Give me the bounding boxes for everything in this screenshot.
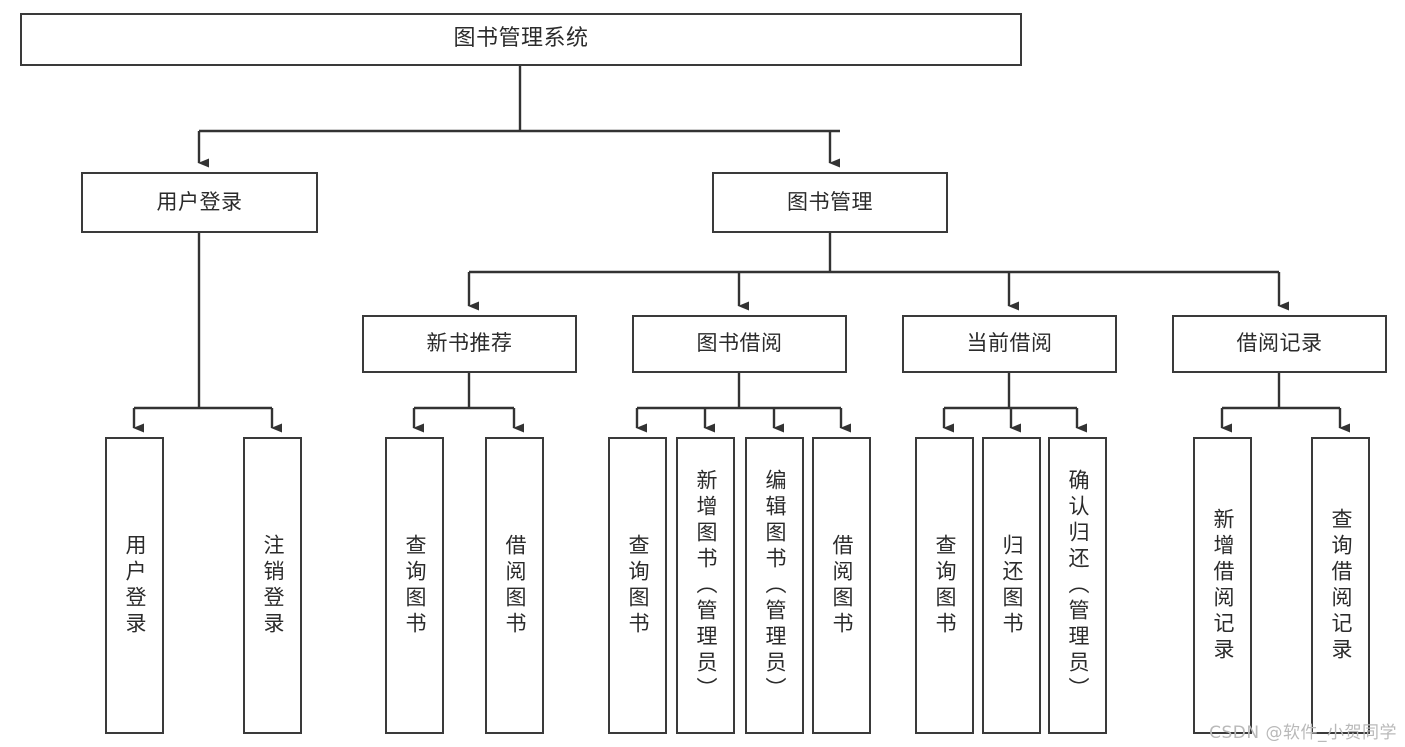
leaf-new-book-query-label: 查询图书: [403, 533, 427, 638]
node-borrow-record[interactable]: 借阅记录: [1172, 315, 1387, 373]
node-borrow-record-label: 借阅记录: [1236, 331, 1323, 356]
leaf-borrow-record-add-label: 新增借阅记录: [1211, 507, 1235, 664]
node-book-management[interactable]: 图书管理: [712, 172, 948, 233]
leaf-current-borrow-confirm[interactable]: 确认归还（管理员）: [1048, 437, 1107, 734]
leaf-book-borrow-query[interactable]: 查询图书: [608, 437, 667, 734]
node-new-book-recommend[interactable]: 新书推荐: [362, 315, 577, 373]
leaf-borrow-record-add[interactable]: 新增借阅记录: [1193, 437, 1252, 734]
node-user-login-label: 用户登录: [156, 189, 243, 214]
leaf-book-borrow-edit-label: 编辑图书（管理员）: [763, 468, 787, 703]
leaf-current-borrow-query[interactable]: 查询图书: [915, 437, 974, 734]
node-book-borrow-label: 图书借阅: [696, 331, 783, 356]
leaf-new-book-query[interactable]: 查询图书: [385, 437, 444, 734]
node-root-system-label: 图书管理系统: [453, 26, 589, 52]
node-new-book-recommend-label: 新书推荐: [426, 331, 513, 356]
leaf-borrow-record-query[interactable]: 查询借阅记录: [1311, 437, 1370, 734]
node-user-login[interactable]: 用户登录: [81, 172, 318, 233]
leaf-current-borrow-confirm-label: 确认归还（管理员）: [1066, 468, 1090, 703]
node-book-management-label: 图书管理: [787, 189, 873, 214]
leaf-book-borrow-query-label: 查询图书: [626, 533, 650, 638]
leaf-book-borrow-add-label: 新增图书（管理员）: [694, 468, 718, 703]
leaf-current-borrow-return[interactable]: 归还图书: [982, 437, 1041, 734]
leaf-user-login-logout-label: 注销登录: [261, 533, 285, 638]
leaf-book-borrow-add[interactable]: 新增图书（管理员）: [676, 437, 735, 734]
leaf-borrow-record-query-label: 查询借阅记录: [1329, 507, 1353, 664]
leaf-book-borrow-borrow[interactable]: 借阅图书: [812, 437, 871, 734]
node-current-borrow-label: 当前借阅: [966, 331, 1053, 356]
csdn-watermark: CSDN @软件_小贺同学: [1209, 723, 1397, 743]
node-root-system[interactable]: 图书管理系统: [20, 13, 1022, 66]
leaf-book-borrow-borrow-label: 借阅图书: [830, 533, 854, 638]
leaf-user-login-login-label: 用户登录: [123, 533, 147, 638]
leaf-book-borrow-edit[interactable]: 编辑图书（管理员）: [745, 437, 804, 734]
leaf-current-borrow-query-label: 查询图书: [933, 533, 957, 638]
leaf-current-borrow-return-label: 归还图书: [1000, 533, 1024, 638]
leaf-user-login-logout[interactable]: 注销登录: [243, 437, 302, 734]
node-book-borrow[interactable]: 图书借阅: [632, 315, 847, 373]
leaf-new-book-borrow-label: 借阅图书: [503, 533, 527, 638]
leaf-new-book-borrow[interactable]: 借阅图书: [485, 437, 544, 734]
leaf-user-login-login[interactable]: 用户登录: [105, 437, 164, 734]
node-current-borrow[interactable]: 当前借阅: [902, 315, 1117, 373]
